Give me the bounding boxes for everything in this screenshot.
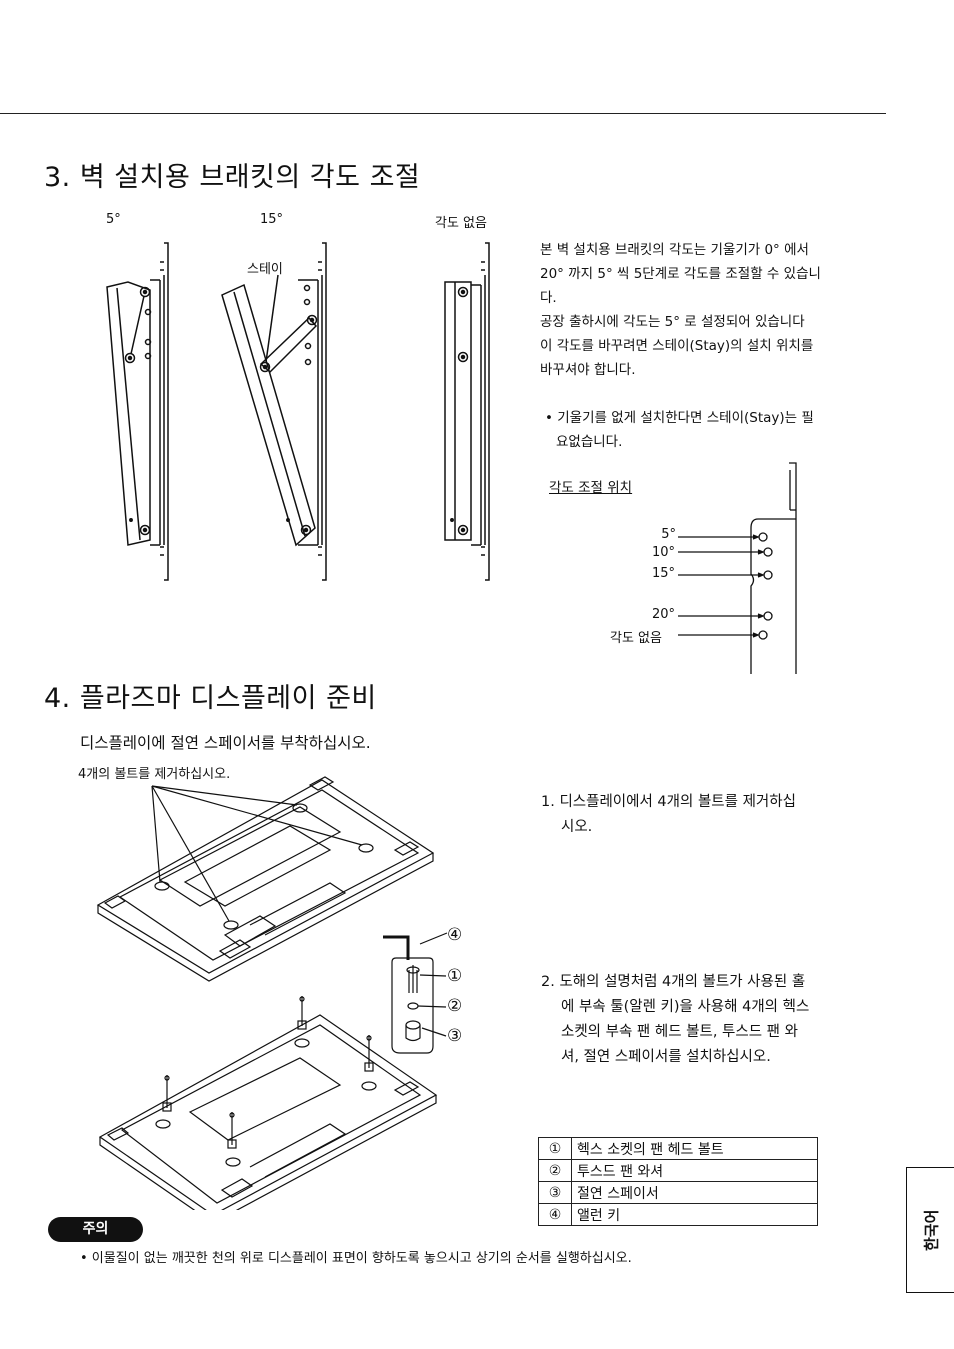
caution-badge: 주의: [48, 1217, 143, 1242]
bracket-angle-figures: [106, 242, 490, 581]
bracket-5-deg-figure: [106, 242, 169, 581]
callout-3: ③: [447, 1026, 463, 1046]
display-panel-before-figure: [96, 776, 435, 982]
part-number: ④: [538, 1203, 572, 1226]
bracket-no-angle-figure: [444, 242, 490, 581]
part-number: ①: [538, 1137, 572, 1160]
part-name: 절연 스페이서: [571, 1181, 818, 1204]
stay-note: • 기울기를 없게 설치한다면 스테이(Stay)는 필 요없습니다.: [545, 406, 885, 454]
language-tab-label: 한국어: [922, 1209, 941, 1251]
callout-4: ④: [447, 925, 463, 945]
display-panel-after-figure: [98, 1014, 438, 1210]
bolt-detail-figure: [391, 957, 447, 1054]
step-2-line: 2. 도해의 설명처럼 4개의 볼트가 사용된 홀: [541, 974, 806, 990]
bracket-15-deg-figure: [221, 242, 327, 581]
display-preparation-figure: [96, 776, 448, 1210]
position-title: 각도 조절 위치: [549, 480, 633, 496]
position-label-none: 각도 없음: [610, 631, 662, 646]
part-name: 헥스 소켓의 팬 헤드 볼트: [571, 1137, 818, 1160]
description-line: 이 각도를 바꾸려면 스테이(Stay)의 설치 위치를: [540, 338, 814, 354]
allen-key-figure: [383, 935, 410, 960]
stay-note-line: 요없습니다.: [556, 434, 623, 450]
angle-position-diagram: [678, 462, 797, 674]
description-line: 공장 출하시에 각도는 5° 로 설정되어 있습니다: [540, 314, 805, 330]
part-name: 투스드 팬 와셔: [571, 1159, 818, 1182]
angle-description: 본 벽 설치용 브래킷의 각도는 기울기가 0° 에서 20° 까지 5° 씩 …: [540, 238, 880, 382]
step-2: 2. 도해의 설명처럼 4개의 볼트가 사용된 홀 에 부속 툴(알렌 키)을 …: [541, 970, 881, 1070]
language-tab: 한국어: [906, 1167, 954, 1293]
position-label-20: 20°: [652, 607, 676, 622]
part-number: ②: [538, 1159, 572, 1182]
part-number: ③: [538, 1181, 572, 1204]
description-line: 20° 까지 5° 씩 5단계로 각도를 조절할 수 있습니: [540, 266, 821, 282]
section3-heading: 3. 벽 설치용 브래킷의 각도 조절: [44, 162, 421, 193]
angle-label-none: 각도 없음: [435, 216, 487, 231]
stay-note-line: • 기울기를 없게 설치한다면 스테이(Stay)는 필: [545, 410, 814, 426]
description-line: 본 벽 설치용 브래킷의 각도는 기울기가 0° 에서: [540, 242, 809, 258]
section4-heading: 4. 플라즈마 디스플레이 준비: [44, 683, 377, 714]
bolt-remove-label: 4개의 볼트를 제거하십시오.: [78, 767, 231, 782]
callout-1: ①: [447, 966, 463, 986]
top-rule: [0, 113, 886, 114]
step-1: 1. 디스플레이에서 4개의 볼트를 제거하십 시오.: [541, 790, 881, 840]
description-line: 바꾸셔야 합니다.: [540, 362, 636, 378]
position-label-15: 15°: [652, 566, 676, 581]
callout-2: ②: [447, 996, 463, 1016]
step-2-line: 셔, 절연 스페이서를 설치하십시오.: [561, 1049, 771, 1065]
position-label-5: 5°: [661, 527, 676, 542]
description-line: 다.: [540, 290, 557, 306]
position-label-10: 10°: [652, 545, 676, 560]
part-name: 앨런 키: [571, 1203, 818, 1226]
bolt-stacks: [162, 996, 374, 1149]
angle-label-5: 5°: [106, 212, 121, 227]
step-1-line: 시오.: [561, 819, 593, 835]
step-2-line: 에 부속 툴(알렌 키)을 사용해 4개의 헥스: [561, 999, 810, 1015]
step-1-line: 1. 디스플레이에서 4개의 볼트를 제거하십: [541, 794, 796, 810]
step-2-line: 소켓의 부속 팬 헤드 볼트, 투스드 팬 와: [561, 1024, 798, 1040]
caution-text: • 이물질이 없는 깨끗한 천의 위로 디스플레이 표면이 향하도록 놓으시고 …: [80, 1251, 632, 1266]
stay-label: 스테이: [247, 262, 283, 277]
angle-label-15: 15°: [260, 212, 284, 227]
section4-subtitle: 디스플레이에 절연 스페이서를 부착하십시오.: [80, 734, 371, 752]
